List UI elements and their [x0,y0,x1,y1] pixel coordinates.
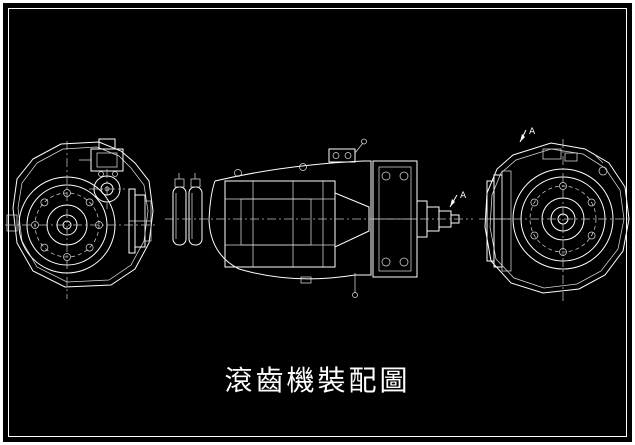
assembly-drawing: A [5,127,632,301]
left-view-flange-stack [128,188,152,254]
section-arrow-a-shaft: A [449,191,467,208]
section-arrow-a-right-view: A [519,127,536,143]
left-view-top-mechanism [79,138,124,177]
right-view-top-parts [542,148,608,176]
side-view-pipes [172,173,203,246]
right-end-view: A [479,127,632,301]
right-view-flange-stack [486,170,512,272]
drawing-title: 滾齒機裝配圖 [224,364,411,397]
center-side-view: A [165,138,473,298]
side-view-top-bracket [328,138,367,163]
left-end-view [5,138,157,299]
section-label-a: A [460,191,467,201]
left-view-bolt-holes [31,189,103,261]
section-label-a-2: A [529,127,536,137]
